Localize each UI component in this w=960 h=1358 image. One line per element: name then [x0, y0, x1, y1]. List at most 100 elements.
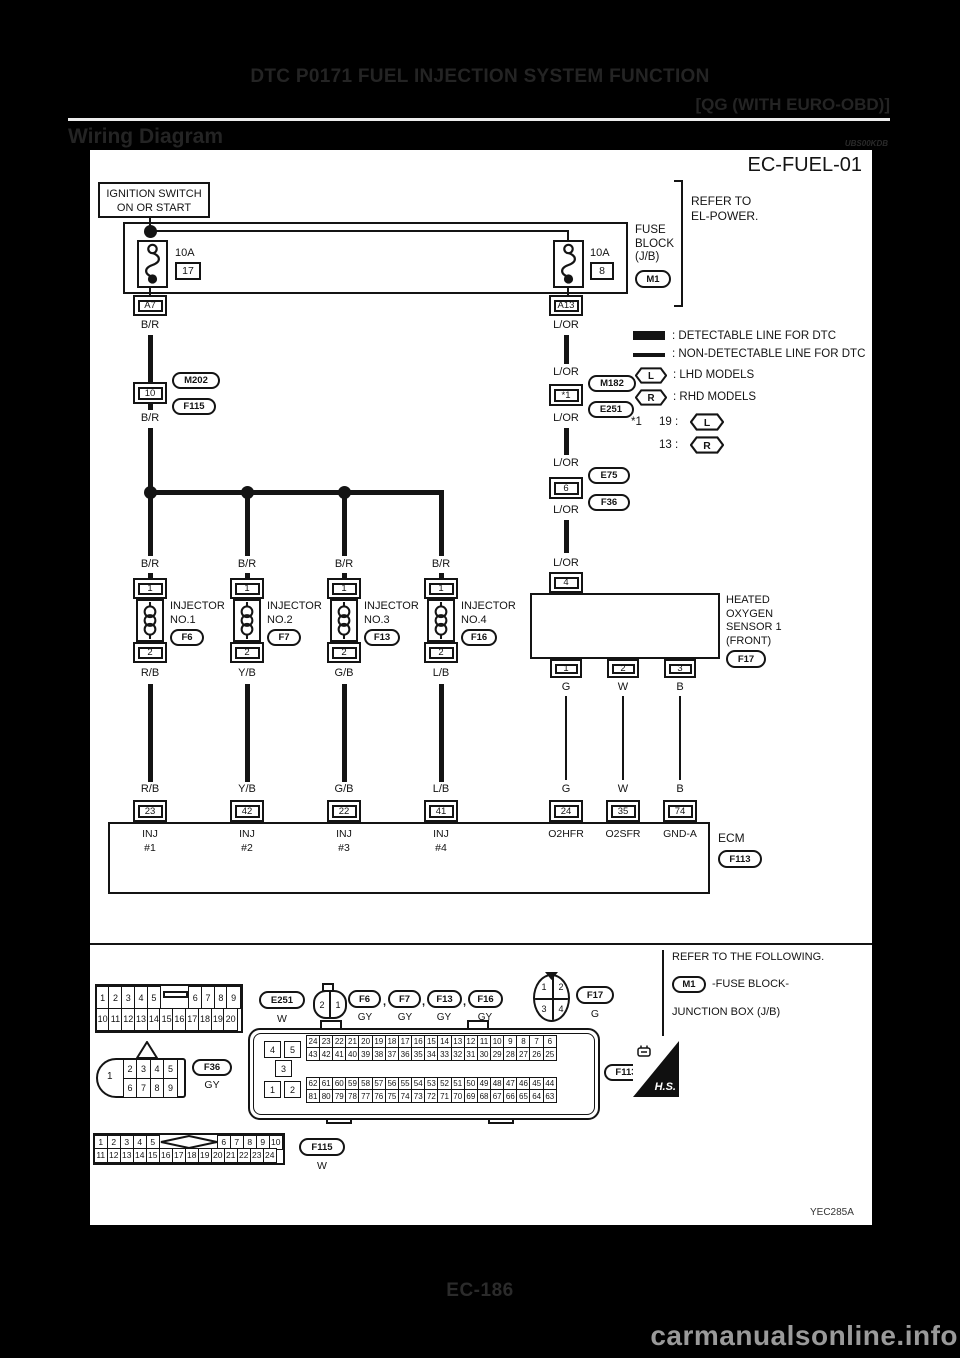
wire-stub [566, 288, 570, 295]
wire-bus [147, 490, 444, 495]
pin-cell: 1 [107, 1071, 113, 1082]
wire-lor [563, 335, 569, 364]
svg-text:L: L [648, 371, 654, 382]
header-rule [68, 118, 890, 121]
connector-color: GY [204, 1079, 220, 1091]
o2-pin-4-num: 4 [553, 576, 579, 589]
coil-icon [337, 601, 351, 640]
coil-icon [143, 601, 157, 640]
pin-cell: 1 [335, 999, 341, 1010]
ignition-line2: ON OR START [116, 202, 192, 214]
wire-inj1 [147, 684, 153, 782]
wire-label: Y/B [238, 667, 256, 679]
connector-ref-e251-view: E251 [259, 991, 305, 1009]
section-code: UBS00KDB [844, 139, 888, 148]
wire-o2-b [678, 696, 682, 780]
separator: , [383, 996, 387, 1008]
o2-pin-1: 1 [550, 659, 582, 678]
pin-cell: 5 [146, 986, 161, 1009]
diagram-id: EC-FUEL-01 [747, 154, 862, 176]
separator: , [463, 996, 467, 1008]
pin-num: 2 [611, 663, 635, 674]
ecm-term-label: INJ [336, 828, 352, 840]
fuse-icon [145, 243, 160, 284]
ecm-term-label: #4 [435, 842, 447, 854]
fuse-rating: 10A [590, 247, 610, 259]
wire-lor [563, 520, 569, 553]
wire-lor [563, 428, 569, 455]
pin-cell: 79 [332, 1089, 347, 1104]
pin-num: 2 [331, 646, 357, 659]
refer-el-power: REFER TO EL-POWER. [691, 194, 758, 224]
legend-13: 13 : [659, 439, 679, 451]
svg-text:R: R [647, 393, 654, 404]
wire-stub [148, 288, 152, 295]
injector4-name: INJECTOR [461, 600, 516, 612]
wire-stub [244, 573, 250, 578]
ecm-terminal-23: 23 [133, 800, 167, 822]
injector2-symbol [233, 599, 261, 642]
keyway-slot [161, 986, 190, 1009]
wire-o2-w [621, 696, 625, 780]
pin-cell: 1 [264, 1081, 281, 1098]
inline-connector-star1-num: *1 [553, 388, 579, 402]
ecm-term-label: INJ [239, 828, 255, 840]
svg-text:L: L [704, 418, 711, 429]
connector-ref-f6: F6 [170, 629, 204, 646]
connector-ref-f36-view: F36 [192, 1059, 232, 1076]
injector3-name: INJECTOR [364, 600, 419, 612]
o2-name-l2: OXYGEN [726, 607, 774, 620]
wire-br [147, 335, 153, 382]
connector-ref-f115-view: F115 [299, 1138, 345, 1156]
legend-lhd: : LHD MODELS [673, 369, 755, 381]
ecm-term-label: INJ [433, 828, 449, 840]
section-divider [90, 943, 872, 945]
pin-num: 3 [668, 663, 692, 674]
fuse-block-l3: (J/B) [635, 251, 660, 263]
ecm-terminal-74: 74 [663, 800, 697, 822]
cross-line [535, 997, 568, 1000]
wire-inj3 [341, 684, 347, 782]
connector-ref-m202: M202 [172, 372, 220, 389]
wire-label: L/OR [553, 557, 579, 569]
o2-name-l3: SENSOR 1 [726, 621, 782, 633]
wire-label: B [676, 681, 684, 693]
injector1-name: INJECTOR [170, 600, 225, 612]
pin-cell: 2 [315, 992, 331, 1017]
legend-star: *1 [631, 416, 642, 428]
section-title: Wiring Diagram [68, 125, 223, 148]
fuse-number-box: 8 [590, 262, 614, 280]
connector-color: GY [436, 1012, 452, 1023]
ecm-terminal-42: 42 [230, 800, 264, 822]
fuse-symbol-left [137, 240, 168, 288]
ecm-term-label: INJ [142, 828, 158, 840]
fuse-number-box: 17 [175, 262, 201, 280]
terminal-num: 41 [428, 804, 454, 818]
connector-ref-e75: E75 [588, 467, 630, 484]
pin-cell: 2 [284, 1081, 301, 1098]
pin-cell: 24 [262, 1148, 277, 1163]
ecm-terminal-35: 35 [606, 800, 640, 822]
connector-ref-f6-view: F6 [348, 990, 381, 1008]
wire-label: L/OR [553, 319, 579, 331]
inline-connector-6: 6 [549, 477, 583, 499]
o2-pin-4: 4 [549, 572, 583, 593]
ecm-terminal-24: 24 [549, 800, 583, 822]
hs-label: H.S. [654, 1081, 676, 1093]
fuse-block-box [123, 222, 628, 294]
ignition-switch-box: IGNITION SWITCH ON OR START [98, 182, 210, 218]
page-subtitle: [QG (WITH EURO-OBD)] [695, 95, 890, 114]
connector-view-injector: 2 1 [313, 990, 347, 1019]
wire-label: G [561, 681, 571, 693]
legend-detectable: : DETECTABLE LINE FOR DTC [672, 330, 837, 342]
terminal-num: 24 [553, 804, 579, 818]
ecm-term-label: #1 [144, 842, 156, 854]
wire-label: B/R [334, 558, 354, 570]
pin-cell: 20 [223, 1007, 238, 1031]
watermark: carmanualsonline.info [650, 1320, 958, 1351]
svg-text:R: R [703, 441, 711, 452]
